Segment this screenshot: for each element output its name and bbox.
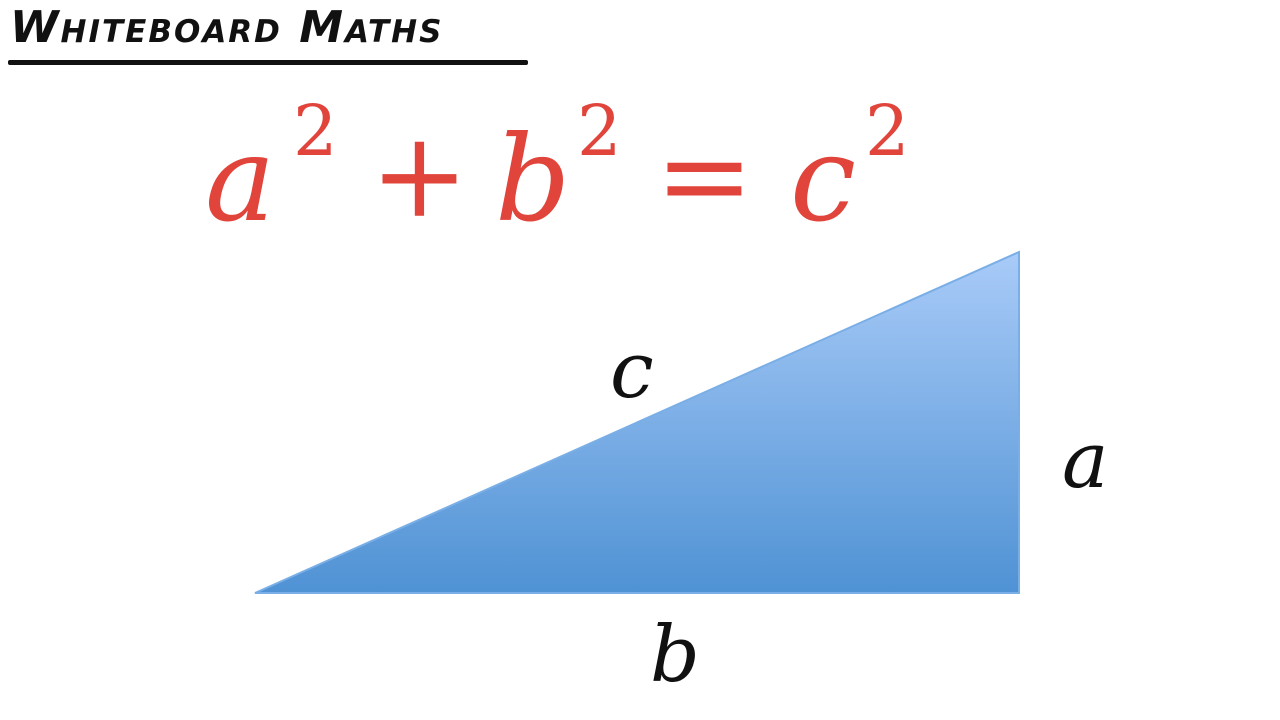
formula-term-b: b xyxy=(495,110,571,248)
side-label-a: a xyxy=(1062,416,1109,506)
right-triangle xyxy=(254,250,1020,594)
formula-equals: = xyxy=(655,106,754,244)
formula-plus: + xyxy=(370,106,469,244)
formula-exponent-a: 2 xyxy=(293,90,338,172)
channel-title: Whiteboard Maths xyxy=(10,2,444,53)
title-underline xyxy=(8,60,528,65)
formula-term-c: c xyxy=(790,110,857,248)
hypotenuse-label-c: c xyxy=(610,326,654,416)
base-label-b: b xyxy=(650,610,700,700)
formula-exponent-b: 2 xyxy=(577,90,622,172)
formula-term-a: a xyxy=(205,110,276,248)
pythagorean-formula: a 2 + b 2 = c 2 xyxy=(205,90,965,244)
formula-exponent-c: 2 xyxy=(865,90,910,172)
